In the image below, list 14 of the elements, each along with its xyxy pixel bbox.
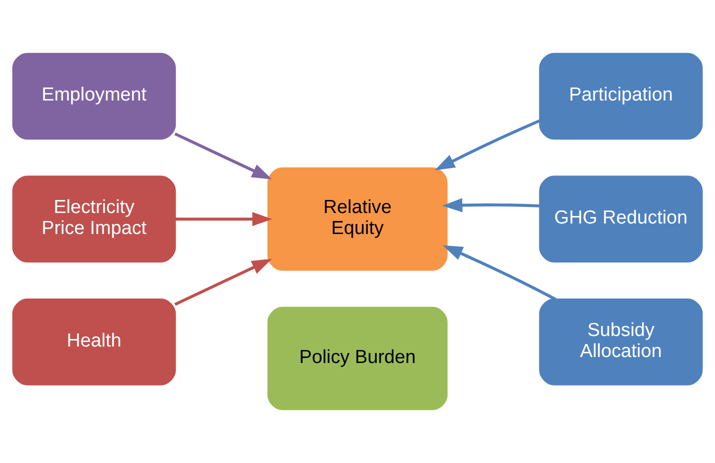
arrow (434, 119, 540, 170)
node-box: Relative Equity (267, 167, 448, 271)
arrow (442, 245, 556, 301)
node-box: Subsidy Allocation (539, 298, 703, 386)
arrow (174, 258, 272, 306)
arrow (175, 212, 272, 226)
arrow (442, 198, 540, 212)
node-box: GHG Reduction (539, 176, 703, 262)
node-box: Health (12, 298, 176, 386)
node-box: Participation (539, 52, 703, 140)
node-box: Electricity Price Impact (12, 176, 176, 262)
arrow (174, 132, 272, 180)
node-box: Policy Burden (267, 306, 448, 410)
node-box: Employment (12, 52, 176, 140)
